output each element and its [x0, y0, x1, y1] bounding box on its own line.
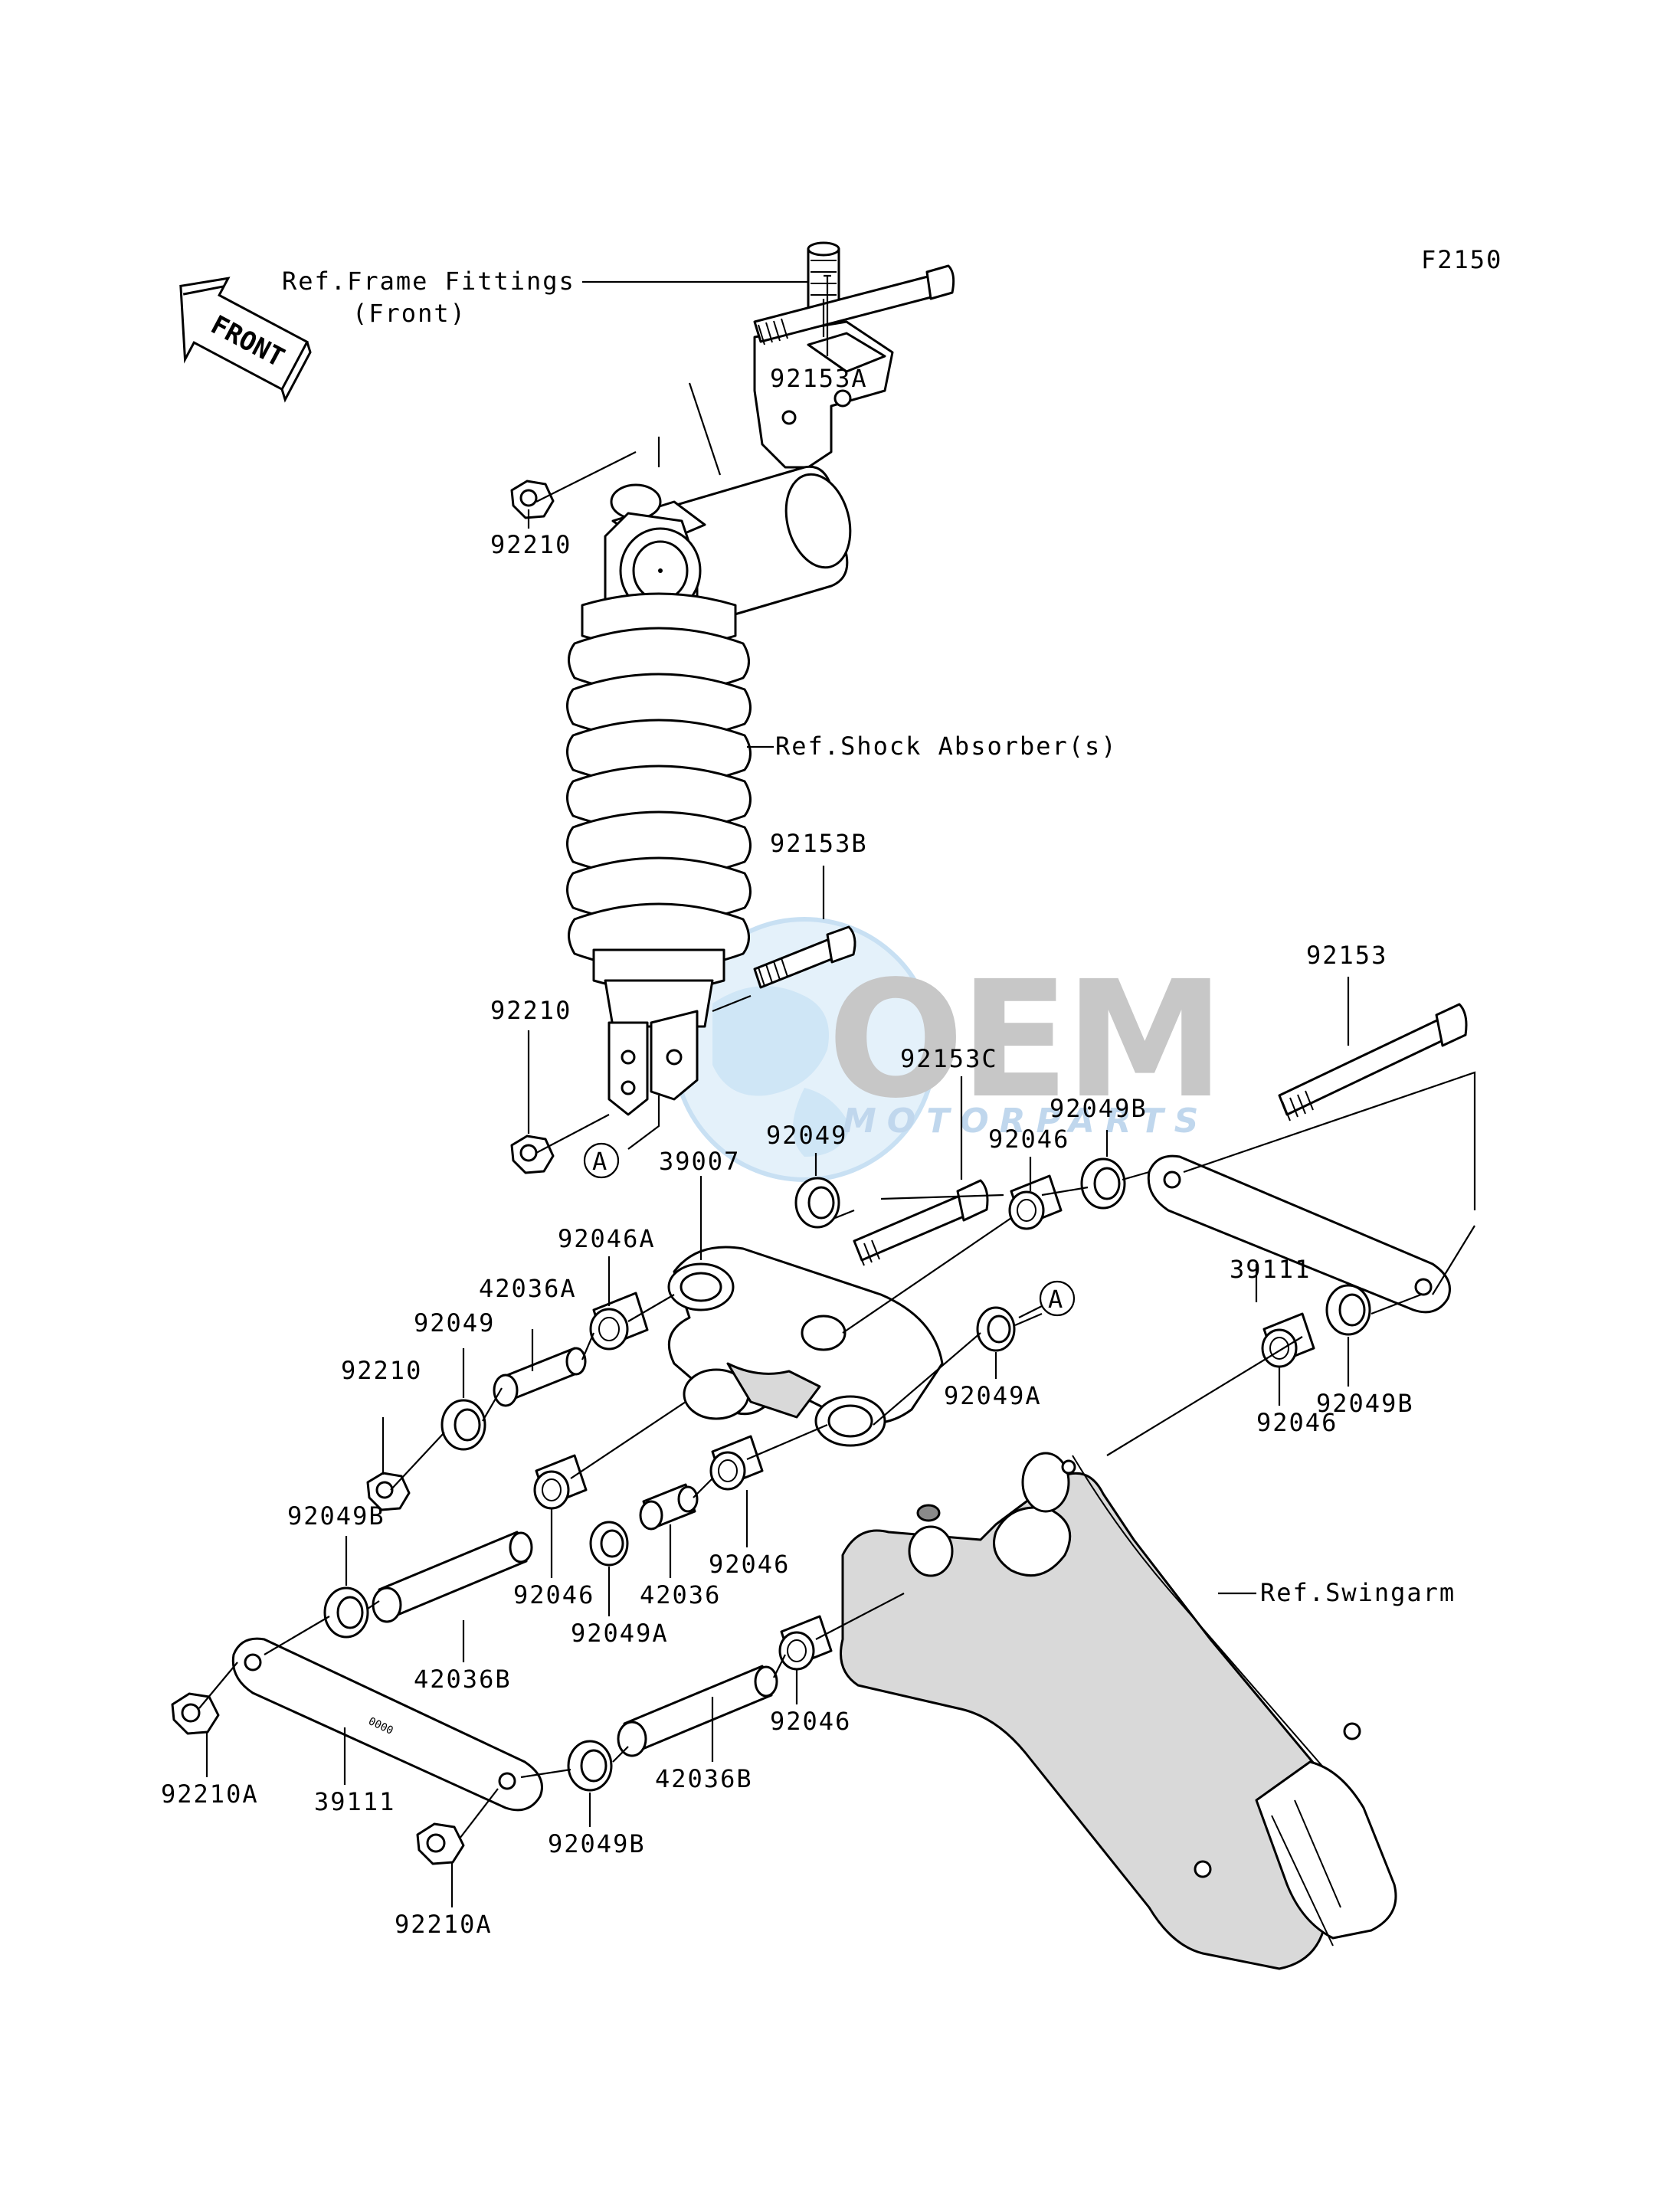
diagram-labels: F2150 Ref.Frame Fittings (Front) Ref.Sho… — [161, 245, 1502, 1939]
collar-42036 — [639, 1483, 699, 1531]
assembly-lines — [198, 382, 1476, 1839]
part-label-92049b-left: 92049B — [287, 1501, 385, 1531]
part-label-92153: 92153 — [1306, 941, 1387, 970]
bolt-92153b — [753, 925, 856, 989]
ref-shock-absorber-label: Ref.Shock Absorber(s) — [775, 732, 1118, 761]
part-label-42036b-upper: 42036B — [414, 1665, 512, 1694]
part-label-92210a-left: 92210A — [161, 1780, 259, 1809]
watermark-main-text: OEM — [827, 946, 1220, 1134]
pipe-42036b-lower — [617, 1665, 778, 1757]
part-label-42036b-lower: 42036B — [655, 1764, 753, 1793]
part-label-92210-left: 92210 — [341, 1356, 422, 1385]
bolt-92153 — [1278, 1003, 1468, 1121]
washer-92049-left — [440, 1399, 486, 1451]
nut-92210-mid — [510, 1135, 555, 1174]
swingarm — [840, 1452, 1397, 1970]
ref-frame-fittings-label: Ref.Frame Fittings — [282, 267, 575, 296]
part-label-92153b: 92153B — [770, 829, 868, 858]
reference-leaders — [582, 274, 1256, 1595]
watermark-sub-text: MOTORPARTS — [843, 1102, 1209, 1141]
part-label-92049b-top: 92049B — [1050, 1094, 1148, 1123]
part-label-92049a-low: 92049A — [571, 1619, 669, 1648]
part-label-92210-top: 92210 — [490, 530, 571, 559]
tie-rod-39111-right — [1147, 1154, 1451, 1314]
part-label-39111-right: 39111 — [1230, 1255, 1311, 1284]
part-label-92210a-bottom: 92210A — [395, 1910, 493, 1939]
pipe-42036b-upper — [372, 1531, 533, 1623]
washer-92049b-right — [1325, 1284, 1371, 1336]
part-label-92153c: 92153C — [900, 1044, 998, 1073]
washer-92049b-bottom — [567, 1740, 613, 1792]
bearing-92046a — [589, 1292, 649, 1351]
bolt-92153c — [853, 1179, 989, 1266]
part-label-92049a-right: 92049A — [944, 1381, 1042, 1410]
collar-42036a — [493, 1347, 587, 1407]
rear-shock-absorber — [566, 465, 852, 1116]
part-label-92049-top: 92049 — [766, 1121, 847, 1150]
bearing-92046-low2 — [709, 1435, 764, 1491]
bearing-92046-low3 — [778, 1615, 833, 1671]
bearing-92046-top — [1008, 1174, 1063, 1230]
part-label-92046-top: 92046 — [988, 1125, 1069, 1154]
washer-92049a-right — [976, 1306, 1016, 1352]
part-label-39007: 39007 — [659, 1147, 740, 1176]
part-label-92049b-bottom: 92049B — [548, 1829, 646, 1858]
callout-a-shock: A — [583, 1095, 660, 1179]
part-label-92153a: 92153A — [770, 364, 868, 393]
part-label-92049-left: 92049 — [414, 1308, 495, 1338]
tie-rod-39111-left: 0000 — [231, 1637, 543, 1812]
nut-92210a-bottom — [416, 1822, 465, 1865]
part-label-92049b-right: 92049B — [1316, 1389, 1414, 1418]
nut-92210a-left — [171, 1692, 220, 1735]
part-label-42036a: 42036A — [479, 1274, 577, 1303]
washer-92049b-top — [1080, 1157, 1126, 1210]
part-label-92046-low1: 92046 — [513, 1580, 594, 1609]
part-label-42036: 42036 — [640, 1580, 721, 1609]
part-label-92046-low3: 92046 — [770, 1707, 851, 1736]
part-label-92046a: 92046A — [558, 1224, 656, 1253]
rocker-arm-39007 — [667, 1246, 944, 1447]
washer-92049b-left — [323, 1586, 369, 1639]
ref-frame-fittings-sub-label: (Front) — [352, 299, 467, 328]
washer-92049a-low — [589, 1521, 629, 1567]
callout-a-rocker: A — [1018, 1280, 1076, 1318]
label-leaders — [205, 299, 1350, 1907]
nut-92210-top — [510, 480, 555, 519]
part-label-92046-right: 92046 — [1256, 1408, 1338, 1437]
ref-swingarm-label: Ref.Swingarm — [1260, 1578, 1456, 1607]
part-label-92210-mid: 92210 — [490, 996, 571, 1025]
oem-motorparts-watermark: OEM MOTORPARTS — [672, 917, 1225, 1182]
callout-a-rocker-label: A — [1048, 1285, 1064, 1314]
washer-92049-top — [794, 1177, 840, 1229]
part-label-39111-left: 39111 — [314, 1787, 395, 1816]
bolt-92153a — [753, 264, 955, 345]
part-label-92046-low2: 92046 — [709, 1550, 790, 1579]
diagram-code: F2150 — [1421, 245, 1502, 274]
bearing-92046-low1 — [533, 1454, 588, 1510]
callout-a-shock-label: A — [592, 1147, 608, 1176]
bearing-92046-right — [1261, 1312, 1315, 1368]
